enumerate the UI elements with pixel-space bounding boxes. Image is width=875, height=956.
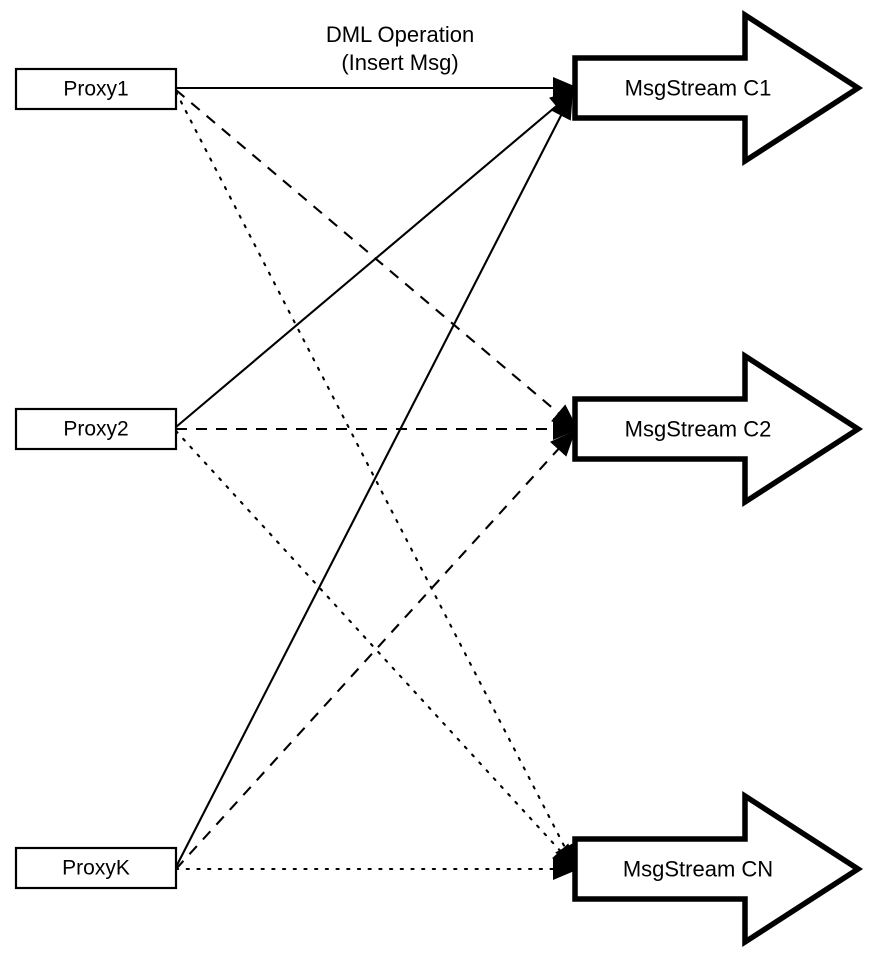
msgstream-node-2[interactable]: MsgStream C2: [572, 350, 864, 508]
proxy-box-shape: [14, 407, 178, 451]
proxy-node-3[interactable]: ProxyK: [14, 846, 178, 890]
block-arrow-shape: [572, 790, 864, 948]
arrowhead-proxy1-to-stream-c1: [553, 77, 579, 99]
arrowheads-layer: [549, 77, 579, 880]
block-arrow-shape: [572, 9, 864, 167]
annotation-line-1: DML Operation: [326, 22, 474, 47]
arrowhead-proxyk-to-stream-c2: [550, 430, 576, 457]
arrowhead-proxyk-to-stream-c1: [551, 92, 573, 121]
proxy-box-shape: [14, 846, 178, 890]
annotation-line-2: (Insert Msg): [341, 50, 458, 75]
streams-layer: MsgStream C1 MsgStream C2 MsgStream CN: [572, 9, 864, 948]
proxy-box-shape: [14, 67, 178, 111]
msgstream-node-1[interactable]: MsgStream C1: [572, 9, 864, 167]
msgstream-label: MsgStream CN: [623, 857, 773, 882]
proxy-node-1[interactable]: Proxy1: [14, 67, 178, 111]
arrowhead-proxy2-to-stream-c2: [553, 418, 579, 440]
arrowhead-proxy2-to-stream-cn: [552, 843, 578, 870]
proxy-label: ProxyK: [62, 857, 130, 880]
edge-annotation-dml-operation: DML Operation (Insert Msg): [326, 22, 474, 75]
edge-proxyk-to-stream-c1: [175, 95, 572, 868]
msgstream-label: MsgStream C2: [625, 417, 772, 442]
proxy-label: Proxy1: [63, 78, 128, 101]
msgstream-label: MsgStream C1: [625, 76, 772, 101]
annotations-layer: DML Operation (Insert Msg): [326, 22, 474, 75]
edge-proxy2-to-stream-c1: [175, 91, 574, 428]
proxy-node-2[interactable]: Proxy2: [14, 407, 178, 451]
msgstream-node-3[interactable]: MsgStream CN: [572, 790, 864, 948]
proxy-label: Proxy2: [63, 418, 128, 441]
block-arrow-shape: [572, 350, 864, 508]
edges-layer: [174, 86, 577, 871]
arrowhead-proxyk-to-stream-cn: [553, 858, 579, 880]
edge-proxyk-to-stream-c2: [175, 432, 574, 870]
edge-proxy2-to-stream-cn: [174, 429, 577, 869]
